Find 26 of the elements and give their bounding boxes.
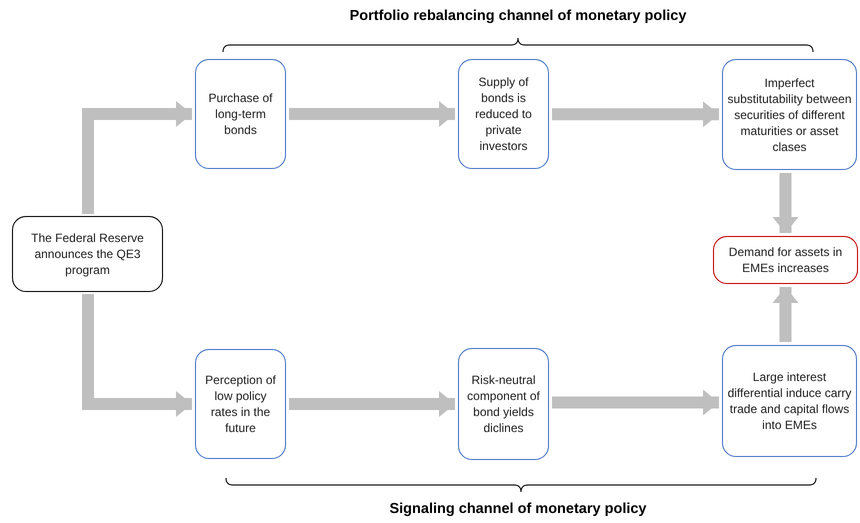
block-arrow <box>552 101 719 128</box>
box-text: Supply of bonds is reduced to private investors <box>474 74 533 154</box>
block-arrow <box>82 101 192 214</box>
process-box <box>12 216 163 292</box>
box-text: Demand for assets in EMEs increases <box>728 244 844 276</box>
box-text: Purchase of long-term bonds <box>207 90 274 138</box>
block-arrow <box>289 101 455 127</box>
process-box <box>458 348 549 460</box>
block-arrow <box>82 294 192 417</box>
brace-label: Signaling channel of monetary policy <box>388 501 648 517</box>
block-arrow <box>772 287 798 342</box>
brace-label: Portfolio rebalancing channel of monetary policy <box>348 8 688 24</box>
process-box <box>458 59 549 169</box>
process-box <box>722 345 857 457</box>
box-text: Risk-neutral component of bond yields diclines <box>466 372 541 436</box>
process-box <box>722 59 857 170</box>
process-box <box>195 349 286 459</box>
process-box <box>195 59 286 169</box>
block-arrow <box>772 173 798 233</box>
process-box <box>713 236 858 284</box>
box-text: Large interest differential induce carry trade and capital flows into EMEs <box>727 369 852 433</box>
box-text: The Federal Reserve announces the QE3 program <box>30 230 145 278</box>
box-text: Imperfect substitutability between securities of different maturities or asset clases <box>727 74 852 154</box>
box-text: Perception of low policy rates in the future <box>204 372 277 436</box>
block-arrow <box>289 391 455 417</box>
block-arrow <box>552 390 719 416</box>
